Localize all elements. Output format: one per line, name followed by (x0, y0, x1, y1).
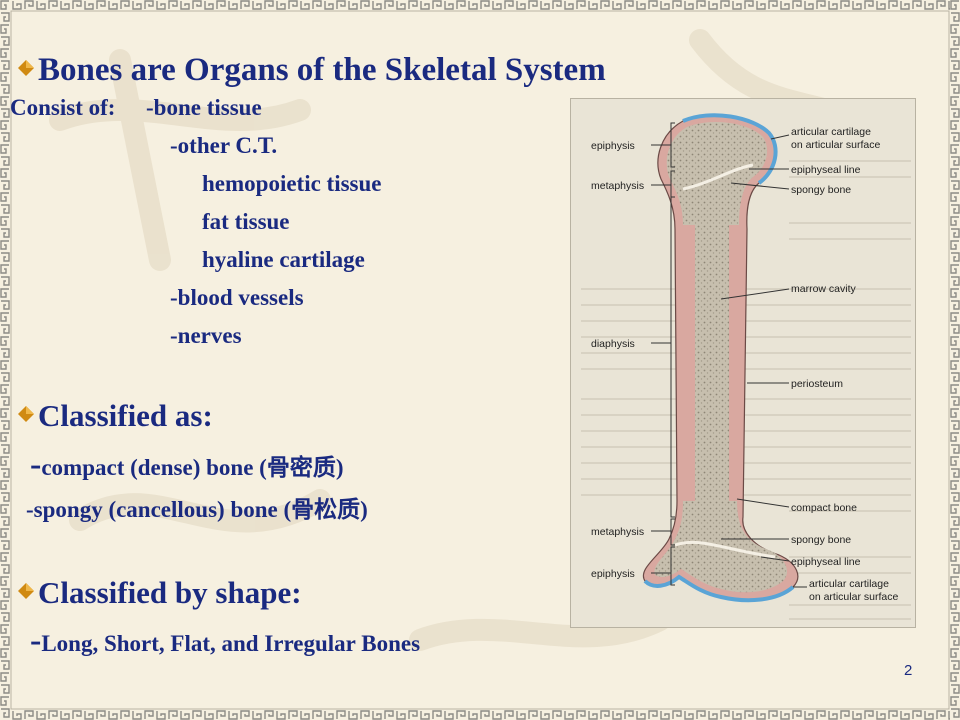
consist-item: -nerves (170, 323, 242, 348)
epiphyseal-line-bottom (674, 540, 776, 559)
compact-text: compact (dense) bone ( (41, 455, 267, 480)
shape-line: -Long, Short, Flat, and Irregular Bones (30, 622, 420, 660)
label-compact-bone: compact bone (791, 502, 857, 514)
slide-title: Bones are Organs of the Skeletal System (38, 52, 606, 88)
bullet-diamond-icon (18, 406, 34, 422)
shape-dash: - (30, 622, 42, 659)
label-articular-cartilage-bottom-2: on articular surface (809, 591, 898, 603)
marrow-cavity (695, 225, 729, 501)
label-marrow-cavity: marrow cavity (791, 283, 857, 295)
consist-item: -bone tissue (146, 95, 262, 120)
spongy-cjk: 骨松质 (291, 497, 361, 523)
consist-item: -other C.T. (170, 133, 278, 158)
label-articular-cartilage-top-1: articular cartilage (791, 126, 871, 138)
long-bone-diagram: epiphysis metaphysis diaphysis metaphysi… (570, 98, 916, 628)
label-epiphysis-top: epiphysis (591, 140, 635, 152)
consist-item: hyaline cartilage (202, 247, 365, 272)
classified-by-shape-heading: Classified by shape: (38, 575, 302, 610)
consist-label: Consist of: (10, 95, 116, 120)
articular-cartilage-top (682, 113, 778, 185)
label-articular-cartilage-top-2: on articular surface (791, 139, 880, 151)
compact-close: ) (335, 455, 344, 480)
background-page-texture (581, 160, 911, 620)
right-leader-lines (720, 134, 807, 588)
label-articular-cartilage-bottom-1: articular cartilage (809, 578, 889, 590)
consist-item: -blood vessels (170, 285, 304, 310)
spongy-bone-line: -spongy (cancellous) bone (骨松质) (26, 490, 368, 524)
page-number: 2 (904, 662, 913, 679)
label-spongy-bone-bottom: spongy bone (791, 534, 851, 546)
left-brackets (651, 122, 675, 586)
spongy-bone-top (666, 122, 768, 225)
label-diaphysis: diaphysis (591, 338, 635, 350)
consist-item: fat tissue (202, 209, 290, 234)
compact-bone-line: -compact (dense) bone (骨密质) (30, 446, 344, 484)
spongy-close: ) (360, 497, 368, 522)
articular-cartilage-bottom (643, 574, 795, 603)
label-spongy-bone-top: spongy bone (791, 184, 851, 196)
classified-as-heading: Classified as: (38, 398, 213, 433)
label-metaphysis-bottom: metaphysis (591, 526, 644, 538)
compact-cjk: 骨密质 (266, 455, 336, 481)
bullet-diamond-icon (18, 60, 34, 76)
label-metaphysis-top: metaphysis (591, 180, 644, 192)
spongy-text: -spongy (cancellous) bone ( (26, 497, 292, 522)
label-epiphyseal-line-bottom: epiphyseal line (791, 556, 861, 568)
shape-text: Long, Short, Flat, and Irregular Bones (41, 631, 421, 656)
label-periosteum: periosteum (791, 378, 843, 390)
label-epiphysis-bottom: epiphysis (591, 568, 635, 580)
consist-item: hemopoietic tissue (202, 171, 382, 196)
label-epiphyseal-line-top: epiphyseal line (791, 164, 861, 176)
bullet-diamond-icon (18, 583, 34, 599)
epiphyseal-line-top (682, 163, 754, 191)
compact-dash: - (30, 446, 42, 483)
long-bone-illustration: epiphysis metaphysis diaphysis metaphysi… (581, 113, 911, 620)
